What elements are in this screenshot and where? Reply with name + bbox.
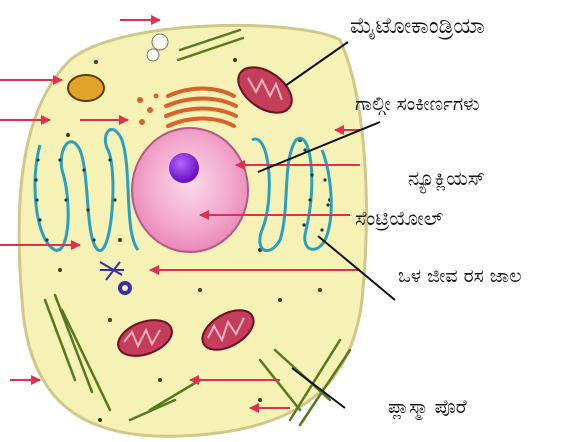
lysosome [68, 75, 104, 101]
label-nucleus: ನ್ಯೂಕ್ಲಿಯಸ್ [408, 166, 485, 193]
label-er: ಒಳ ಜೀವ ರಸ ಜಾಲ [398, 265, 522, 287]
label-golgi: ಗಾಲ್ಗೀ ಸಂಕೀರ್ಣಗಳು [355, 93, 480, 115]
nucleolus [169, 153, 199, 183]
nucleus [132, 128, 248, 252]
label-plasma-membrane: ಪ್ಲಾಸ್ಮಾ ಪೊರೆ [388, 396, 467, 421]
label-mitochondria: ಮೈಟೋಕಾಂಡ್ರಿಯಾ [350, 14, 485, 40]
label-centriole: ಸೆಂಟ್ರಿಯೋಲ್ [355, 206, 443, 231]
